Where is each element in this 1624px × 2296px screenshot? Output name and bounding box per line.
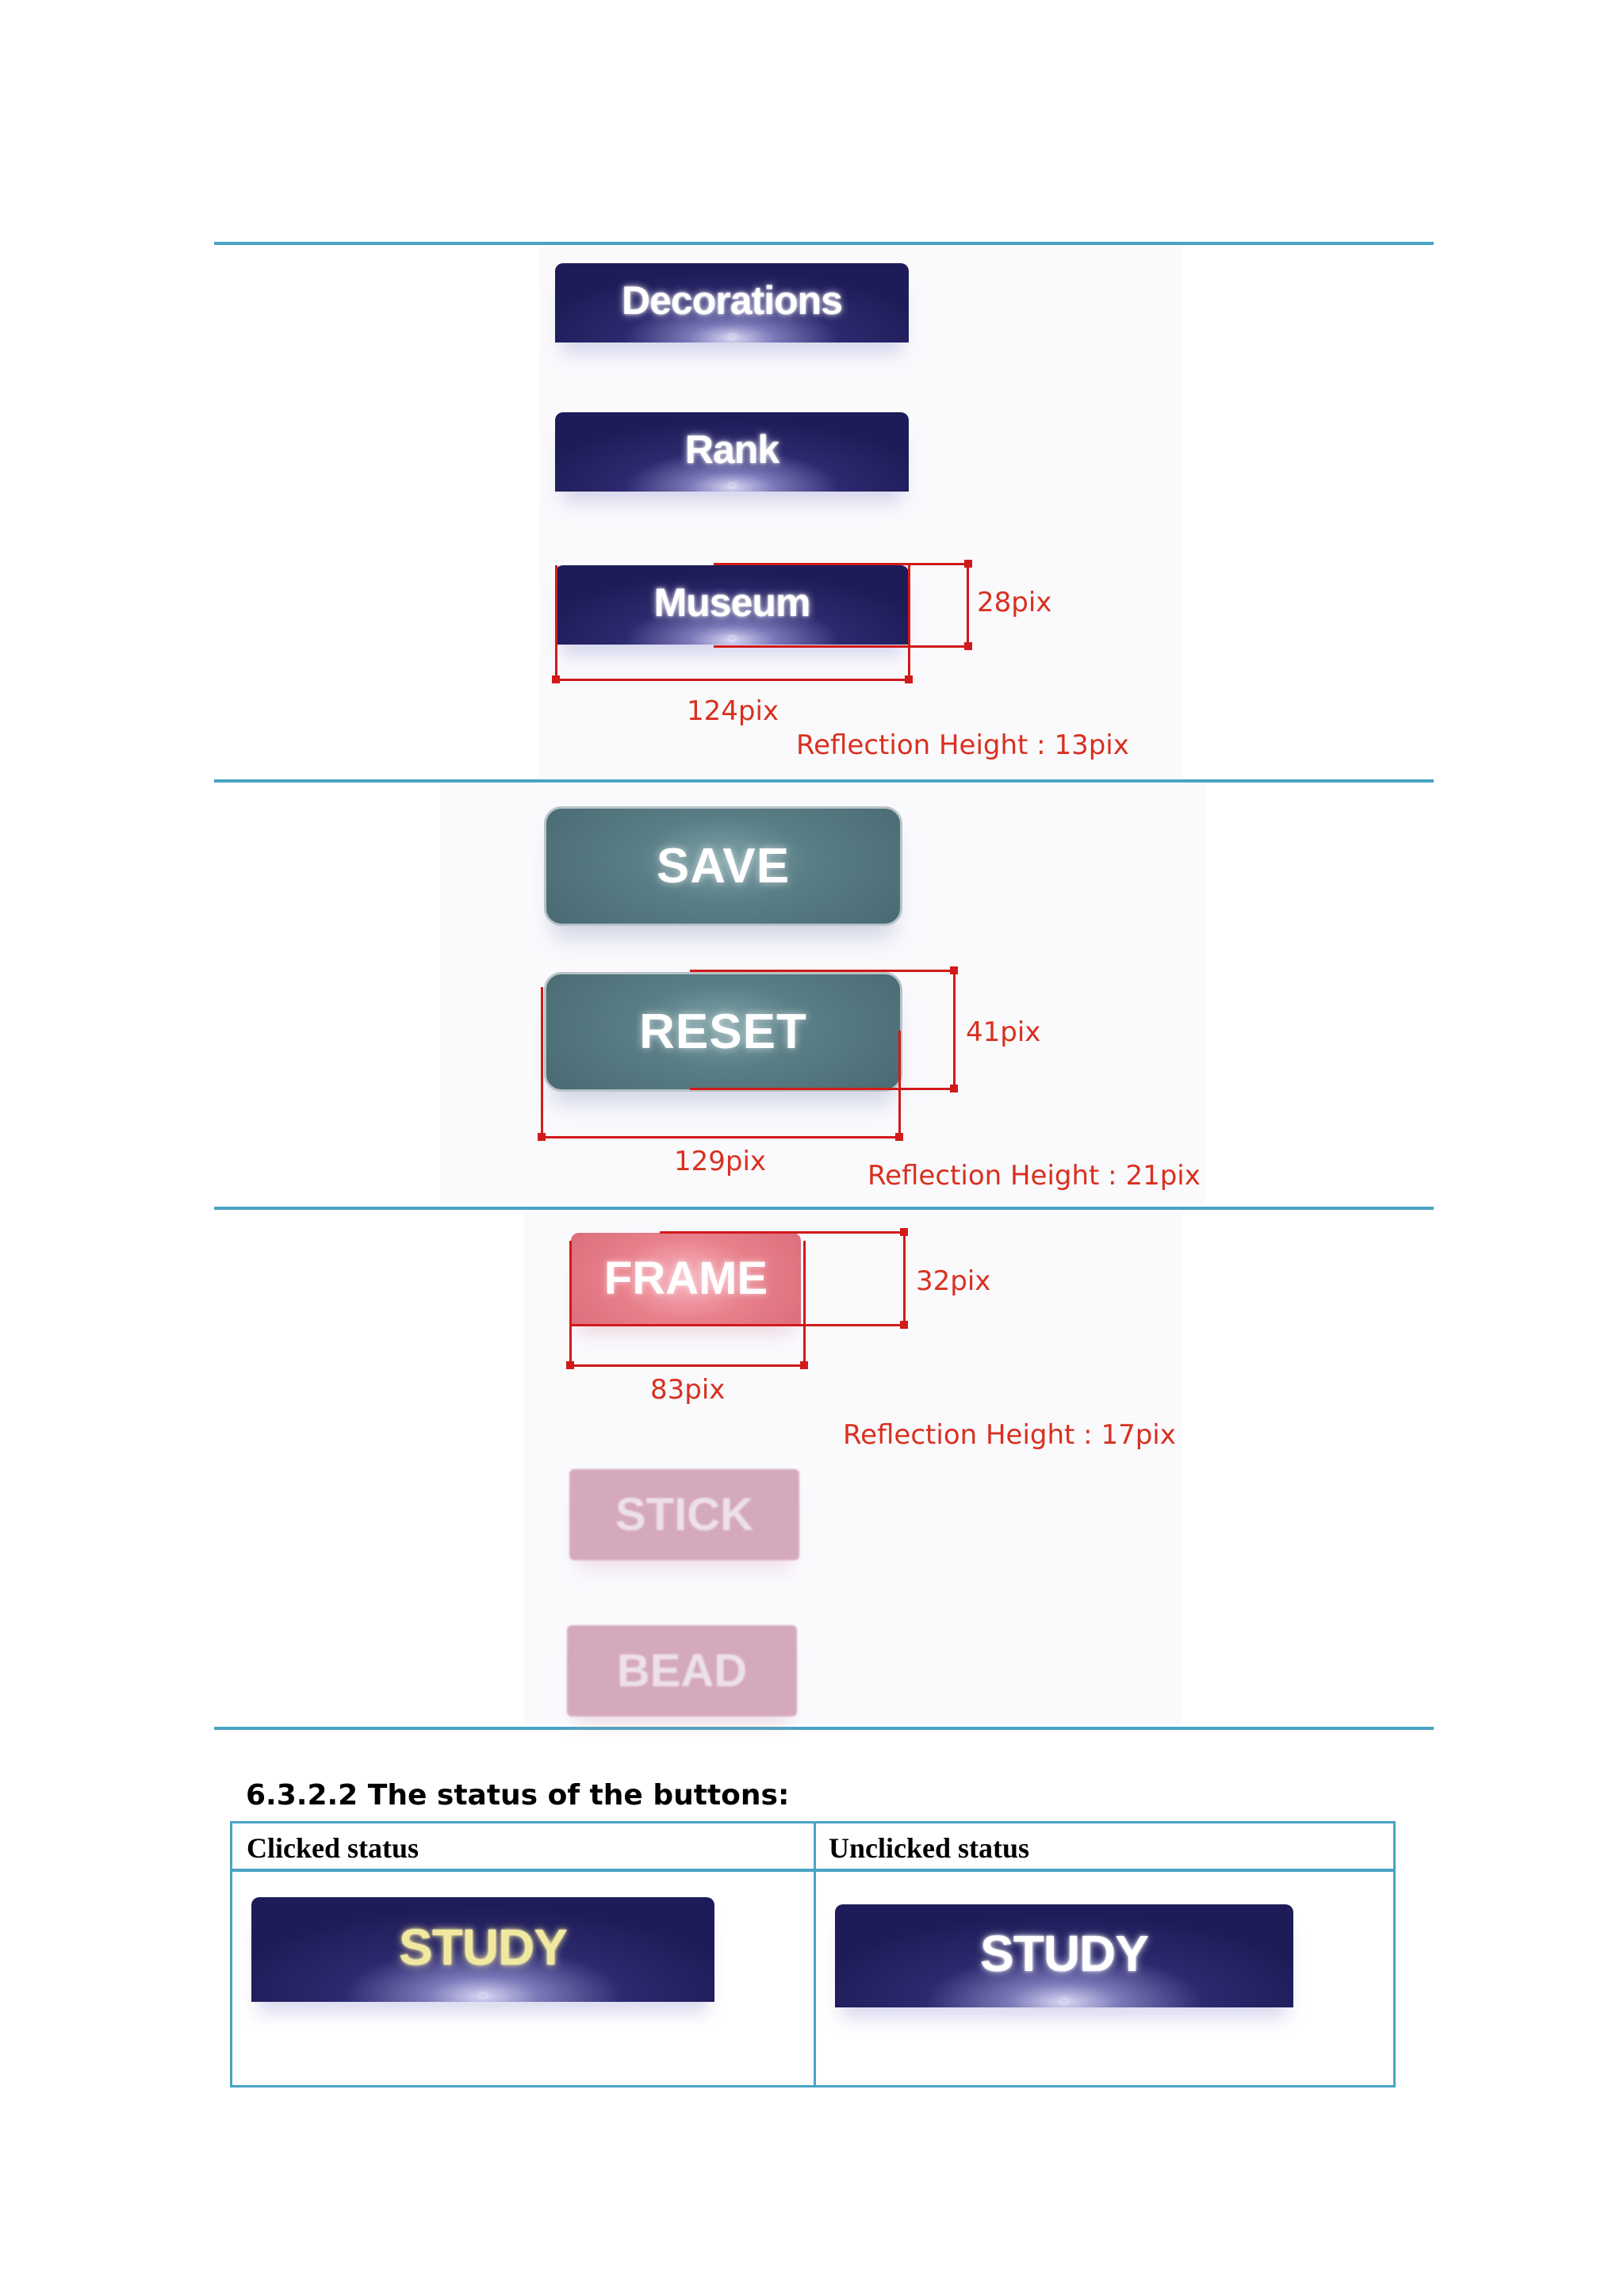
table-column-divider xyxy=(814,1823,816,2085)
save-button-label: SAVE xyxy=(656,839,791,894)
dimension-marker xyxy=(964,560,972,568)
reset-width-label: 129pix xyxy=(674,1146,767,1177)
museum-reflection-label: Reflection Height : 13pix xyxy=(796,729,1129,761)
museum-button-label: Museum xyxy=(653,580,811,625)
frame-button[interactable]: FRAME xyxy=(571,1233,801,1324)
study-button-unclicked-label: STUDY xyxy=(980,1925,1149,1982)
reset-height-label: 41pix xyxy=(966,1016,1041,1048)
frame-width-left-tick xyxy=(569,1241,572,1367)
museum-width-label: 124pix xyxy=(687,695,779,727)
section-divider-2 xyxy=(214,779,1434,783)
dimension-marker xyxy=(950,1085,958,1093)
museum-height-bottom-line xyxy=(714,645,969,648)
study-button-unclicked[interactable]: STUDY ⌄ xyxy=(835,1904,1293,2007)
frame-height-label: 32pix xyxy=(916,1265,991,1297)
dimension-marker xyxy=(950,966,958,974)
museum-width-left-tick xyxy=(555,565,557,681)
dimension-marker xyxy=(895,1133,903,1141)
bead-button[interactable]: BEAD xyxy=(567,1625,797,1716)
unclicked-status-header: Unclicked status xyxy=(829,1832,1030,1864)
frame-height-bottom-line xyxy=(571,1324,906,1326)
section-divider-4 xyxy=(214,1727,1434,1730)
frame-reflection-label: Reflection Height : 17pix xyxy=(843,1419,1176,1451)
reset-button[interactable]: RESET xyxy=(544,972,902,1092)
reset-width-right-tick xyxy=(898,1031,901,1138)
reset-reflection-label: Reflection Height : 21pix xyxy=(868,1160,1201,1192)
dimension-marker xyxy=(900,1228,908,1236)
dimension-marker xyxy=(538,1133,546,1141)
stick-button-label: STICK xyxy=(615,1489,753,1540)
reset-button-label: RESET xyxy=(639,1004,807,1059)
museum-width-right-tick xyxy=(908,565,910,681)
dimension-marker xyxy=(964,642,972,650)
frame-width-label: 83pix xyxy=(650,1374,726,1406)
clicked-status-header: Clicked status xyxy=(247,1832,419,1864)
frame-button-label: FRAME xyxy=(603,1253,768,1304)
table-header-divider xyxy=(232,1869,1393,1872)
museum-button[interactable]: Museum ⌄ xyxy=(555,565,909,645)
dimension-marker xyxy=(905,675,913,683)
bead-button-label: BEAD xyxy=(616,1645,748,1697)
section-divider-1 xyxy=(214,242,1434,245)
dimension-marker xyxy=(800,1361,808,1369)
reset-height-top-line xyxy=(690,970,956,972)
stick-button[interactable]: STICK xyxy=(569,1469,799,1560)
frame-width-right-tick xyxy=(803,1241,806,1367)
save-button[interactable]: SAVE xyxy=(544,806,902,926)
reset-height-bottom-line xyxy=(690,1088,956,1090)
section-divider-3 xyxy=(214,1207,1434,1210)
chevron-down-icon: ⌄ xyxy=(477,1984,490,2001)
chevron-down-icon: ⌄ xyxy=(726,324,739,342)
rank-button[interactable]: Rank ⌄ xyxy=(555,412,909,492)
reset-height-line xyxy=(953,970,956,1090)
dimension-marker xyxy=(552,675,560,683)
dimension-marker xyxy=(900,1321,908,1329)
decorations-button-label: Decorations xyxy=(622,278,843,323)
reset-width-left-tick xyxy=(541,987,543,1138)
dimension-marker xyxy=(566,1361,574,1369)
study-button-clicked[interactable]: STUDY ⌄ xyxy=(251,1897,714,2002)
reset-width-line xyxy=(541,1136,901,1138)
frame-height-top-line xyxy=(660,1231,906,1234)
museum-height-line xyxy=(967,563,969,648)
museum-height-top-line xyxy=(714,563,969,565)
button-status-table: Clicked status Unclicked status STUDY ⌄ … xyxy=(230,1821,1396,2087)
chevron-down-icon: ⌄ xyxy=(1058,1989,1071,2007)
study-button-clicked-label: STUDY xyxy=(399,1919,568,1976)
chevron-down-icon: ⌄ xyxy=(726,473,739,491)
museum-width-line xyxy=(555,679,910,681)
frame-width-line xyxy=(569,1364,806,1367)
museum-height-label: 28pix xyxy=(977,587,1052,618)
frame-height-line xyxy=(903,1231,906,1326)
decorations-button[interactable]: Decorations ⌄ xyxy=(555,263,909,342)
rank-button-label: Rank xyxy=(684,427,779,472)
section-heading: 6.3.2.2 The status of the buttons: xyxy=(246,1779,790,1812)
chevron-down-icon: ⌄ xyxy=(726,626,739,644)
